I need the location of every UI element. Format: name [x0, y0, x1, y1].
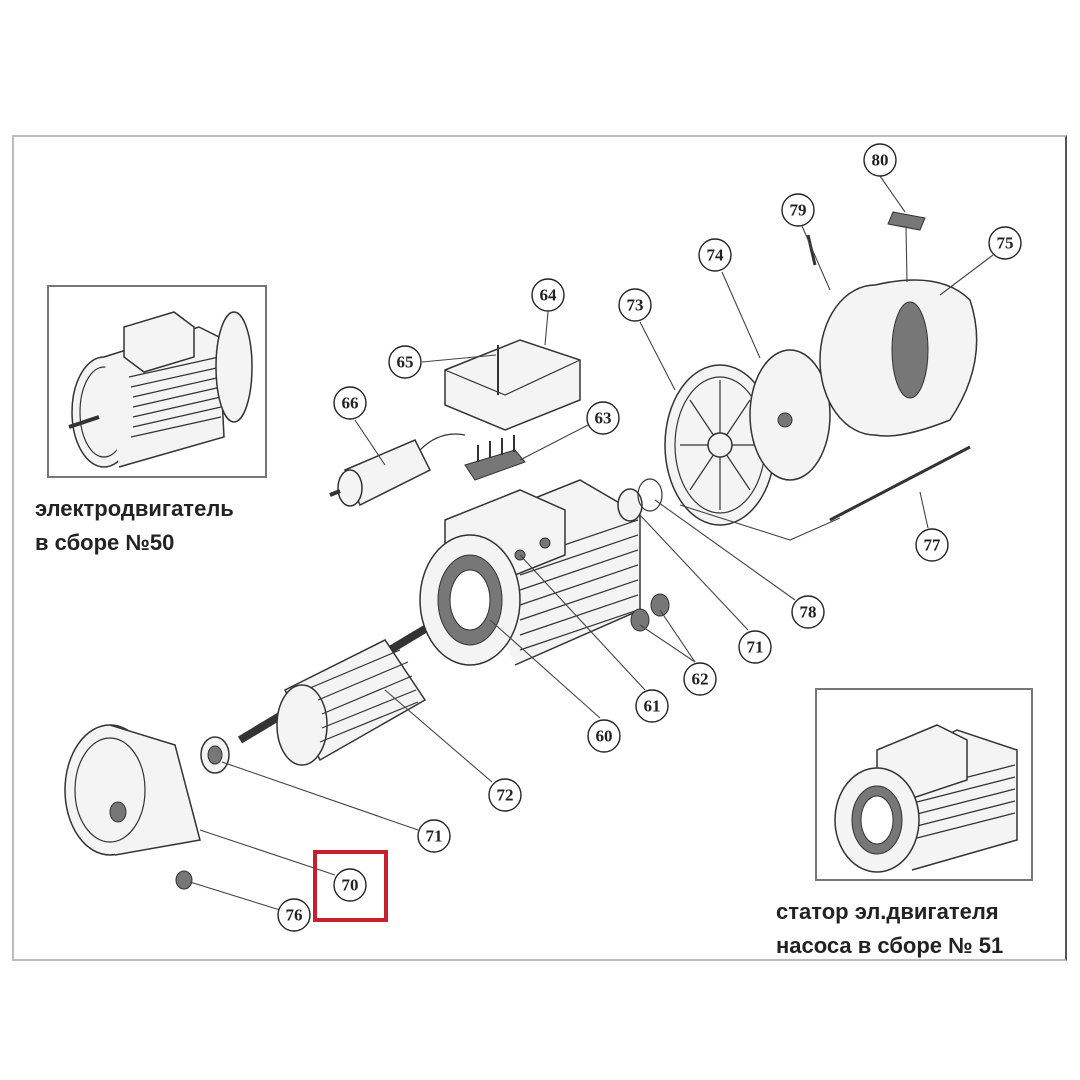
rotor [237, 616, 443, 766]
svg-text:60: 60 [596, 727, 613, 746]
caption-line-1: статор эл.двигателя [776, 899, 999, 924]
svg-text:61: 61 [644, 697, 661, 716]
bearing-front [200, 736, 230, 774]
caption-line-2: насоса в сборе № 51 [776, 933, 1004, 958]
caption-line-2: в сборе №50 [35, 530, 175, 555]
callout-77: 77 [915, 528, 949, 562]
callout-74: 74 [698, 238, 732, 272]
callout-65: 65 [388, 345, 422, 379]
caption-assembled-motor: электродвигатель в сборе №50 [35, 492, 234, 560]
callout-73: 73 [618, 288, 652, 322]
svg-text:77: 77 [924, 536, 942, 555]
terminal-box-cover [444, 339, 581, 431]
svg-text:78: 78 [800, 603, 817, 622]
inset-assembled-motor [47, 285, 267, 478]
leader-lines [189, 175, 994, 911]
callout-71-front: 71 [417, 819, 451, 853]
callout-60: 60 [587, 719, 621, 753]
callout-71-rear: 71 [738, 630, 772, 664]
callout-78: 78 [791, 595, 825, 629]
callout-72: 72 [488, 778, 522, 812]
svg-text:64: 64 [540, 286, 558, 305]
svg-text:74: 74 [707, 246, 725, 265]
fan-cover [819, 279, 978, 437]
callout-79: 79 [781, 193, 815, 227]
svg-text:75: 75 [997, 234, 1014, 253]
svg-text:63: 63 [595, 409, 612, 428]
svg-text:66: 66 [342, 394, 359, 413]
assembled-motor-drawing [68, 311, 253, 468]
callout-76: 76 [277, 898, 311, 932]
stator-assembly-drawing [834, 724, 1018, 873]
bearing-rear [617, 478, 663, 522]
callout-80: 80 [863, 143, 897, 177]
svg-text:72: 72 [497, 786, 514, 805]
capacitor [329, 433, 466, 507]
svg-text:80: 80 [872, 151, 889, 170]
highlight-box-part-70 [313, 850, 388, 922]
callout-66: 66 [333, 386, 367, 420]
svg-text:62: 62 [692, 670, 709, 689]
svg-text:73: 73 [627, 296, 644, 315]
cable-glands [630, 593, 670, 632]
end-shield-front [64, 724, 201, 856]
callout-61: 61 [635, 689, 669, 723]
svg-text:71: 71 [747, 638, 764, 657]
fan [749, 349, 831, 481]
callout-64: 64 [531, 278, 565, 312]
callout-63: 63 [586, 401, 620, 435]
caption-line-1: электродвигатель [35, 496, 234, 521]
nut [175, 870, 193, 890]
svg-text:71: 71 [426, 827, 443, 846]
nameplate [887, 211, 926, 231]
screw [806, 234, 817, 266]
svg-text:65: 65 [397, 353, 414, 372]
svg-text:79: 79 [790, 201, 807, 220]
callout-62: 62 [683, 662, 717, 696]
svg-text:70: 70 [342, 876, 359, 895]
stator-housing [419, 479, 641, 666]
end-shield-rear [664, 364, 776, 526]
caption-stator-assembly: статор эл.двигателя насоса в сборе № 51 [776, 895, 1003, 963]
inset-stator-assembly [815, 688, 1033, 881]
svg-text:76: 76 [286, 906, 303, 925]
terminal-block [464, 435, 526, 481]
callout-70: 70 [333, 868, 367, 902]
diagram-frame [12, 135, 1067, 961]
callout-75: 75 [988, 226, 1022, 260]
tie-rod [829, 445, 971, 522]
